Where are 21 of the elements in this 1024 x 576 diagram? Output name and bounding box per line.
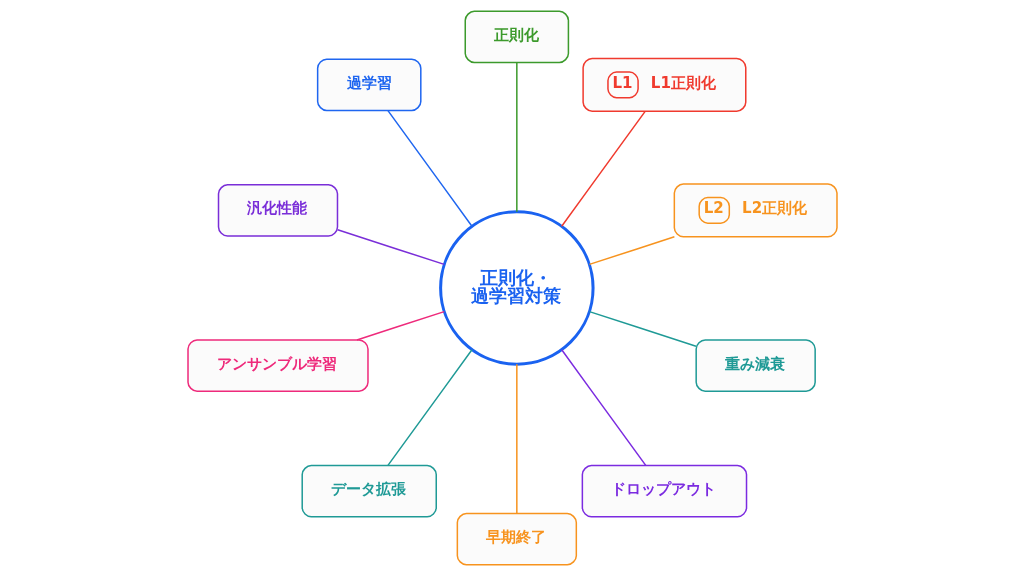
connector — [386, 109, 473, 227]
connector — [560, 110, 646, 227]
node-box: L1 L1正則化 — [581, 57, 747, 112]
node-box: 正則化 — [464, 10, 569, 64]
node-circle: 正則化・過学習対策 — [438, 210, 595, 366]
node-box: ドロップアウト — [581, 464, 747, 518]
connector — [386, 349, 473, 467]
connector — [515, 61, 518, 213]
connector — [336, 229, 445, 266]
node-box: 過学習 — [316, 58, 422, 112]
node-box: データ拡張 — [300, 464, 437, 518]
connector — [355, 310, 445, 341]
connector — [560, 349, 646, 467]
node-box: アンサンブル学習 — [186, 339, 369, 392]
node-box: 重み減衰 — [694, 339, 816, 392]
node-box: 汎化性能 — [217, 184, 338, 237]
node-box: L2 L2正則化 — [673, 183, 838, 238]
connector — [515, 363, 518, 515]
connector — [588, 236, 675, 266]
connector — [588, 310, 697, 347]
node-box: 早期終了 — [456, 512, 577, 566]
